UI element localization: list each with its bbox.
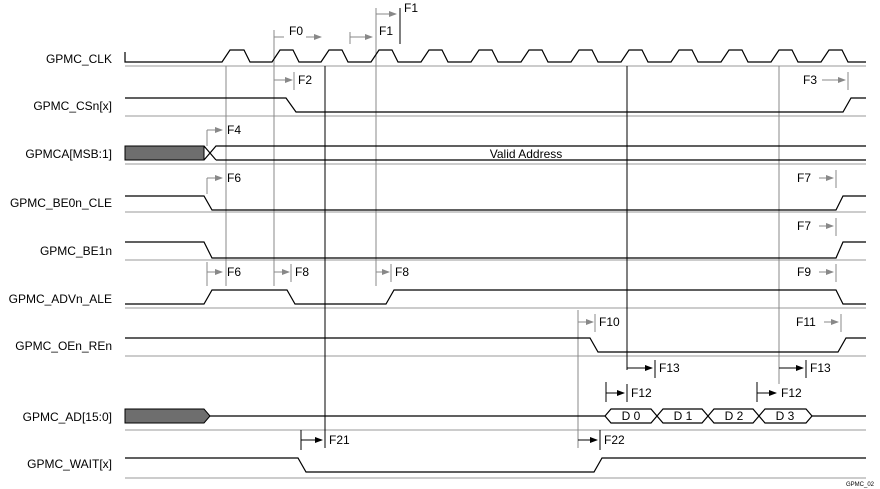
signal-label-csn: GPMC_CSn[x] xyxy=(33,99,112,113)
label-F10: F10 xyxy=(599,315,620,329)
be1-waveform xyxy=(125,241,866,259)
clk-waveform xyxy=(124,49,866,63)
label-F6-top: F6 xyxy=(227,171,241,185)
label-F11: F11 xyxy=(796,315,816,329)
reference-lines-dark xyxy=(324,8,628,448)
signal-label-wait: GPMC_WAIT[x] xyxy=(27,457,112,471)
data-word-2: D 2 xyxy=(725,409,744,423)
address-bus-text: Valid Address xyxy=(490,147,563,161)
reference-lines xyxy=(225,30,780,448)
label-F2: F2 xyxy=(298,73,312,87)
data-word-3: D 3 xyxy=(776,409,795,423)
signal-label-clk: GPMC_CLK xyxy=(45,52,112,66)
data-word-1: D 1 xyxy=(674,409,693,423)
label-F6-bottom: F6 xyxy=(227,265,241,279)
wait-waveform xyxy=(125,457,866,473)
signal-label-be1: GPMC_BE1n xyxy=(39,244,112,258)
signal-label-ad: GPMC_AD[15:0] xyxy=(22,410,112,424)
label-F8-left: F8 xyxy=(295,265,309,279)
label-F7-bottom: F7 xyxy=(797,219,811,233)
signal-label-addr: GPMCA[MSB:1] xyxy=(25,147,112,161)
label-F3: F3 xyxy=(803,73,817,87)
label-F1-high: F1 xyxy=(404,1,418,15)
lane-separators xyxy=(125,65,866,479)
label-F12-right: F12 xyxy=(781,386,802,400)
label-F12-left: F12 xyxy=(631,386,652,400)
label-F0: F0 xyxy=(289,24,303,38)
ad-data-cells xyxy=(604,408,813,424)
signal-label-oen: GPMC_OEn_REn xyxy=(15,339,112,353)
label-F8-right: F8 xyxy=(395,265,409,279)
adv-waveform xyxy=(125,289,866,305)
label-F9: F9 xyxy=(797,265,811,279)
signal-label-be0: GPMC_BE0n_CLE xyxy=(9,196,112,210)
addr-bus xyxy=(203,145,866,161)
ad-undefined xyxy=(124,408,211,424)
addr-undefined xyxy=(124,145,205,161)
oen-waveform xyxy=(125,337,866,353)
label-F1-low: F1 xyxy=(379,24,393,38)
be0-waveform xyxy=(125,195,866,211)
data-word-0: D 0 xyxy=(622,409,641,423)
label-F13-right: F13 xyxy=(810,361,831,375)
timing-brackets-grey xyxy=(206,8,849,332)
figure-id: GPMC_02 xyxy=(846,482,875,488)
label-F21: F21 xyxy=(329,433,350,447)
timing-brackets-black xyxy=(300,360,807,450)
csn-waveform xyxy=(125,97,866,113)
label-F4: F4 xyxy=(227,123,241,137)
signal-label-adv: GPMC_ADVn_ALE xyxy=(8,292,112,306)
label-F22: F22 xyxy=(604,433,625,447)
label-F13-left: F13 xyxy=(659,361,680,375)
label-F7-top: F7 xyxy=(797,171,811,185)
